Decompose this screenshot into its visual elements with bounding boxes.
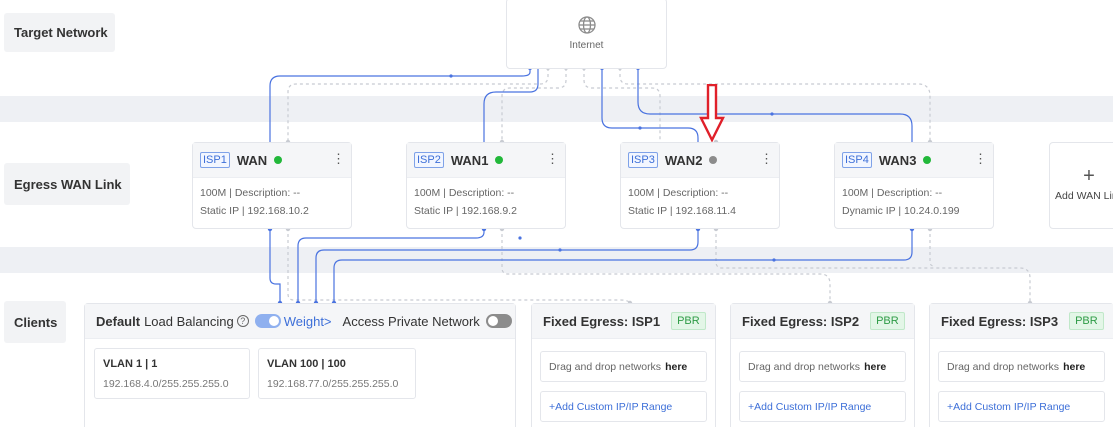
- globe-icon: [578, 16, 596, 34]
- weight-link[interactable]: Weight>: [283, 313, 332, 329]
- vlan-subnet: 192.168.4.0/255.255.255.0: [103, 378, 229, 390]
- row-label-egress-wan-link: Egress WAN Link: [4, 163, 130, 205]
- wan-ip-info: Static IP | 192.168.10.2: [200, 205, 309, 217]
- wan-name: WAN: [236, 152, 268, 168]
- wan-card-wan1[interactable]: ISP2 WAN1 ⋮ 100M | Description: -- Stati…: [406, 142, 566, 229]
- dropzone-here: here: [864, 360, 887, 373]
- access-private-network-toggle[interactable]: [485, 314, 512, 328]
- status-dot: [274, 156, 283, 164]
- add-wan-link-button[interactable]: + Add WAN Link: [1049, 142, 1113, 229]
- fixed-egress-panel-isp1: Fixed Egress: ISP1 PBR Drag and drop net…: [531, 303, 716, 427]
- wan-bandwidth-description: 100M | Description: --: [842, 187, 943, 199]
- wan-bandwidth-description: 100M | Description: --: [628, 187, 729, 199]
- isp-tag: ISP1: [200, 152, 230, 168]
- row-label-clients: Clients: [4, 301, 66, 343]
- add-custom-ip-range-link[interactable]: +Add Custom IP/IP Range: [540, 391, 707, 422]
- row-label-target-network: Target Network: [4, 13, 115, 52]
- pbr-badge: PBR: [671, 312, 706, 330]
- status-dot: [495, 156, 504, 164]
- more-menu-icon[interactable]: ⋮: [760, 151, 773, 166]
- more-menu-icon[interactable]: ⋮: [332, 151, 345, 166]
- wan-bandwidth-description: 100M | Description: --: [200, 187, 301, 199]
- help-icon[interactable]: ?: [236, 315, 249, 327]
- band-bottom: [0, 247, 1113, 273]
- dropzone-text: Drag and drop networks: [947, 360, 1060, 373]
- default-title: Default: [96, 313, 141, 329]
- isp-tag: ISP4: [842, 152, 872, 168]
- vlan-name: VLAN 1 | 1: [103, 358, 158, 370]
- status-dot: [923, 156, 932, 164]
- wan-ip-info: Static IP | 192.168.9.2: [414, 205, 517, 217]
- default-client-panel: Default Load Balancing ? Weight> Access …: [84, 303, 516, 427]
- isp-tag: ISP3: [628, 152, 658, 168]
- annotation-arrow-icon: [699, 84, 725, 142]
- dropzone-here: here: [1063, 360, 1086, 373]
- wan-ip-info: Static IP | 192.168.11.4: [628, 205, 736, 217]
- more-menu-icon[interactable]: ⋮: [546, 151, 559, 166]
- load-balancing-toggle[interactable]: [254, 314, 281, 328]
- wan-card-wan[interactable]: ISP1 WAN ⋮ 100M | Description: -- Static…: [192, 142, 352, 229]
- dropzone-here: here: [665, 360, 688, 373]
- fixed-egress-title: Fixed Egress: ISP2: [742, 313, 860, 329]
- access-private-network-label: Access Private Network: [342, 313, 480, 329]
- band-top: [0, 96, 1113, 122]
- more-menu-icon[interactable]: ⋮: [974, 151, 987, 166]
- wan-name: WAN3: [878, 152, 917, 168]
- wan-name: WAN1: [450, 152, 489, 168]
- internet-label: Internet: [569, 40, 604, 51]
- dropzone-text: Drag and drop networks: [748, 360, 861, 373]
- internet-node[interactable]: Internet: [506, 0, 667, 69]
- status-dot: [709, 156, 718, 164]
- plus-icon: +: [1083, 165, 1095, 187]
- isp-tag: ISP2: [414, 152, 444, 168]
- wan-card-wan3[interactable]: ISP4 WAN3 ⋮ 100M | Description: -- Dynam…: [834, 142, 994, 229]
- load-balancing-label: Load Balancing: [144, 313, 234, 329]
- vlan-subnet: 192.168.77.0/255.255.255.0: [267, 378, 399, 390]
- wan-card-wan2[interactable]: ISP3 WAN2 ⋮ 100M | Description: -- Stati…: [620, 142, 780, 229]
- wan-ip-info: Dynamic IP | 10.24.0.199: [842, 205, 960, 217]
- vlan-card-100[interactable]: VLAN 100 | 100 192.168.77.0/255.255.255.…: [258, 348, 416, 399]
- fixed-egress-panel-isp2: Fixed Egress: ISP2 PBR Drag and drop net…: [730, 303, 915, 427]
- add-wan-link-label: Add WAN Link: [1055, 190, 1113, 202]
- vlan-card-1[interactable]: VLAN 1 | 1 192.168.4.0/255.255.255.0: [94, 348, 250, 399]
- add-custom-ip-range-link[interactable]: +Add Custom IP/IP Range: [739, 391, 906, 422]
- vlan-name: VLAN 100 | 100: [267, 358, 346, 370]
- pbr-badge: PBR: [1069, 312, 1104, 330]
- fixed-egress-title: Fixed Egress: ISP1: [543, 313, 661, 329]
- fixed-egress-panel-isp3: Fixed Egress: ISP3 PBR Drag and drop net…: [929, 303, 1113, 427]
- wan-name: WAN2: [664, 152, 703, 168]
- pbr-badge: PBR: [870, 312, 905, 330]
- fixed-egress-title: Fixed Egress: ISP3: [941, 313, 1059, 329]
- add-custom-ip-range-link[interactable]: +Add Custom IP/IP Range: [938, 391, 1105, 422]
- wan-bandwidth-description: 100M | Description: --: [414, 187, 515, 199]
- dropzone-text: Drag and drop networks: [549, 360, 662, 373]
